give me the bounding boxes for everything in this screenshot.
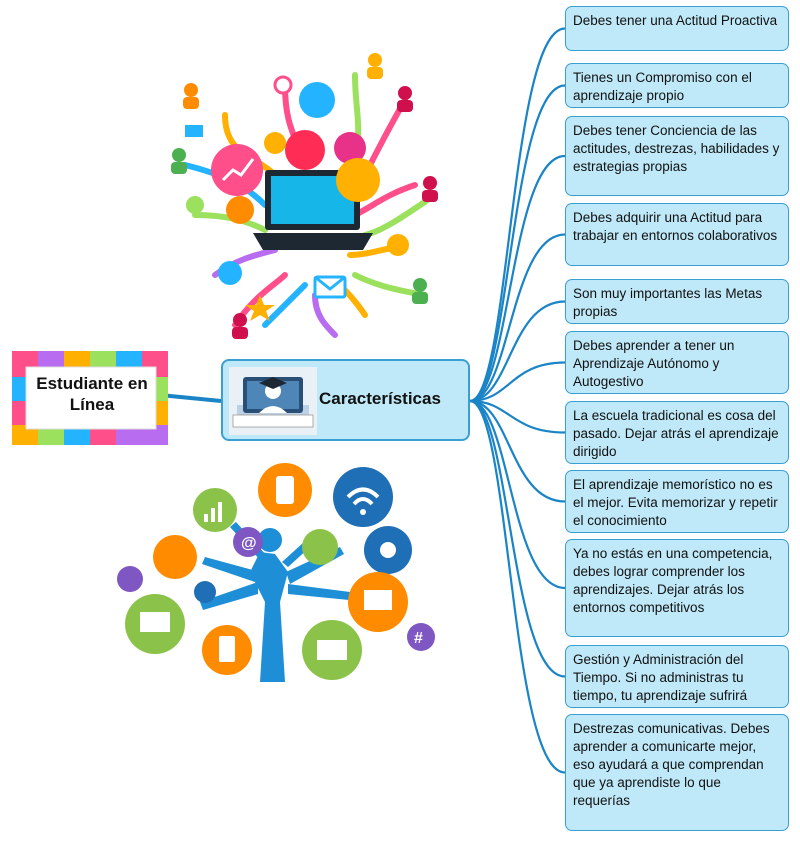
leaf-node-aprendizaje-memoristico[interactable]: El aprendizaje memorístico no es el mejo… xyxy=(565,470,789,533)
leaf-text: Debes adquirir una Actitud para trabajar… xyxy=(573,210,778,243)
central-node[interactable]: Características xyxy=(221,359,470,441)
leaf-node-compromiso[interactable]: Tienes un Compromiso con el aprendizaje … xyxy=(565,63,789,108)
leaf-node-actitud-proactiva[interactable]: Debes tener una Actitud Proactiva xyxy=(565,6,789,51)
leaf-text: Gestión y Administración del Tiempo. Si … xyxy=(573,652,748,703)
leaf-text: Ya no estás en una competencia, debes lo… xyxy=(573,546,773,615)
leaf-node-gestion-tiempo[interactable]: Gestión y Administración del Tiempo. Si … xyxy=(565,645,789,708)
leaf-node-aprendizaje-autonomo[interactable]: Debes aprender a tener un Aprendizaje Au… xyxy=(565,331,789,394)
root-connector xyxy=(159,393,222,403)
central-title: Características xyxy=(319,389,441,408)
connector-line-2 xyxy=(469,154,566,403)
leaf-node-escuela-tradicional[interactable]: La escuela tradicional es cosa del pasad… xyxy=(565,401,789,464)
leaf-node-destrezas-comunicativas[interactable]: Destrezas comunicativas. Debes aprender … xyxy=(565,714,789,831)
connector-line-5 xyxy=(469,361,566,403)
leaf-text: Tienes un Compromiso con el aprendizaje … xyxy=(573,70,752,103)
leaf-text: Debes tener una Actitud Proactiva xyxy=(573,13,778,28)
svg-text:@: @ xyxy=(241,535,257,552)
leaf-text: La escuela tradicional es cosa del pasad… xyxy=(573,408,779,459)
connector-line-1 xyxy=(469,84,566,403)
connector-line-10 xyxy=(469,399,566,774)
connector-line-8 xyxy=(469,399,566,590)
leaf-node-conciencia[interactable]: Debes tener Conciencia de las actitudes,… xyxy=(565,116,789,196)
graduate-at-laptop-icon xyxy=(229,367,317,435)
svg-text:#: # xyxy=(414,630,423,647)
leaf-node-metas-propias[interactable]: Son muy importantes las Metas propias xyxy=(565,279,789,324)
leaf-text: El aprendizaje memorístico no es el mejo… xyxy=(573,477,778,528)
connector-line-7 xyxy=(469,399,566,503)
root-node[interactable]: Estudiante en Línea xyxy=(6,345,176,450)
leaf-text: Debes aprender a tener un Aprendizaje Au… xyxy=(573,338,735,389)
leaf-node-entornos-colaborativos[interactable]: Debes adquirir una Actitud para trabajar… xyxy=(565,203,789,266)
connector-line-3 xyxy=(469,233,566,403)
connector-line-9 xyxy=(469,399,566,678)
laptop-social-network-icon xyxy=(171,53,438,339)
connector-line-6 xyxy=(469,399,566,434)
leaf-node-competencia[interactable]: Ya no estás en una competencia, debes lo… xyxy=(565,539,789,637)
connector-line-4 xyxy=(469,300,566,403)
puzzle-frame-icon xyxy=(12,351,168,445)
root-label: Estudiante en Línea xyxy=(36,374,148,414)
leaf-text: Son muy importantes las Metas propias xyxy=(573,286,763,319)
leaf-text: Debes tener Conciencia de las actitudes,… xyxy=(573,123,780,174)
leaf-text: Destrezas comunicativas. Debes aprender … xyxy=(573,721,770,808)
multitasking-person-devices-icon: @ # xyxy=(117,463,435,682)
